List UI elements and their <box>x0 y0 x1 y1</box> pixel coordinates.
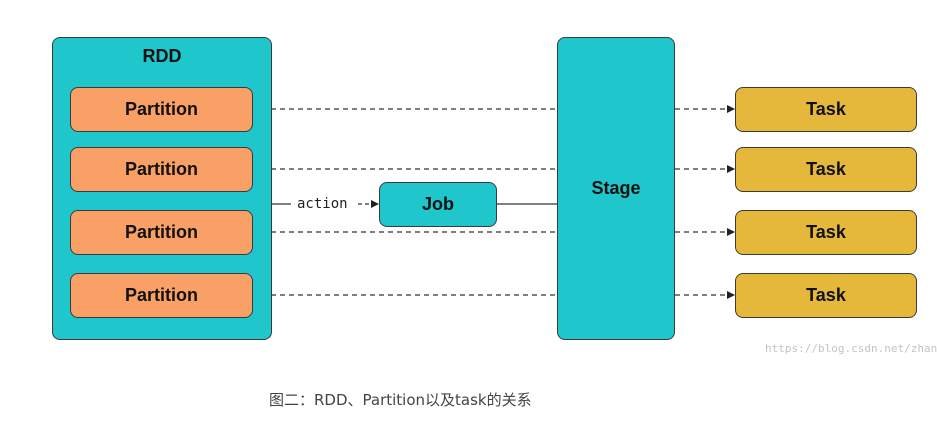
task-box: Task <box>735 147 917 192</box>
rdd-label: RDD <box>142 46 182 66</box>
task-label: Task <box>806 222 846 242</box>
partition-label: Partition <box>124 159 198 179</box>
partition-label: Partition <box>124 99 198 119</box>
action-label: action <box>297 196 348 212</box>
figure-caption: 图二：RDD、Partition以及task的关系 <box>269 391 532 409</box>
job-label: Job <box>421 194 454 214</box>
partition-label: Partition <box>124 222 198 242</box>
stage-label: Stage <box>591 178 641 198</box>
task-box: Task <box>735 87 917 132</box>
partition-box: Partition <box>70 210 253 255</box>
stage-box: Stage <box>557 37 675 340</box>
task-box: Task <box>735 210 917 255</box>
partition-box: Partition <box>70 273 253 318</box>
partition-label: Partition <box>124 285 198 305</box>
watermark-url: https://blog.csdn.net/zhangz <box>765 342 937 355</box>
partition-box: Partition <box>70 87 253 132</box>
partition-box: Partition <box>70 147 253 192</box>
task-label: Task <box>806 159 846 179</box>
task-label: Task <box>806 285 846 305</box>
task-label: Task <box>806 99 846 119</box>
job-box: Job <box>379 182 497 227</box>
task-box: Task <box>735 273 917 318</box>
